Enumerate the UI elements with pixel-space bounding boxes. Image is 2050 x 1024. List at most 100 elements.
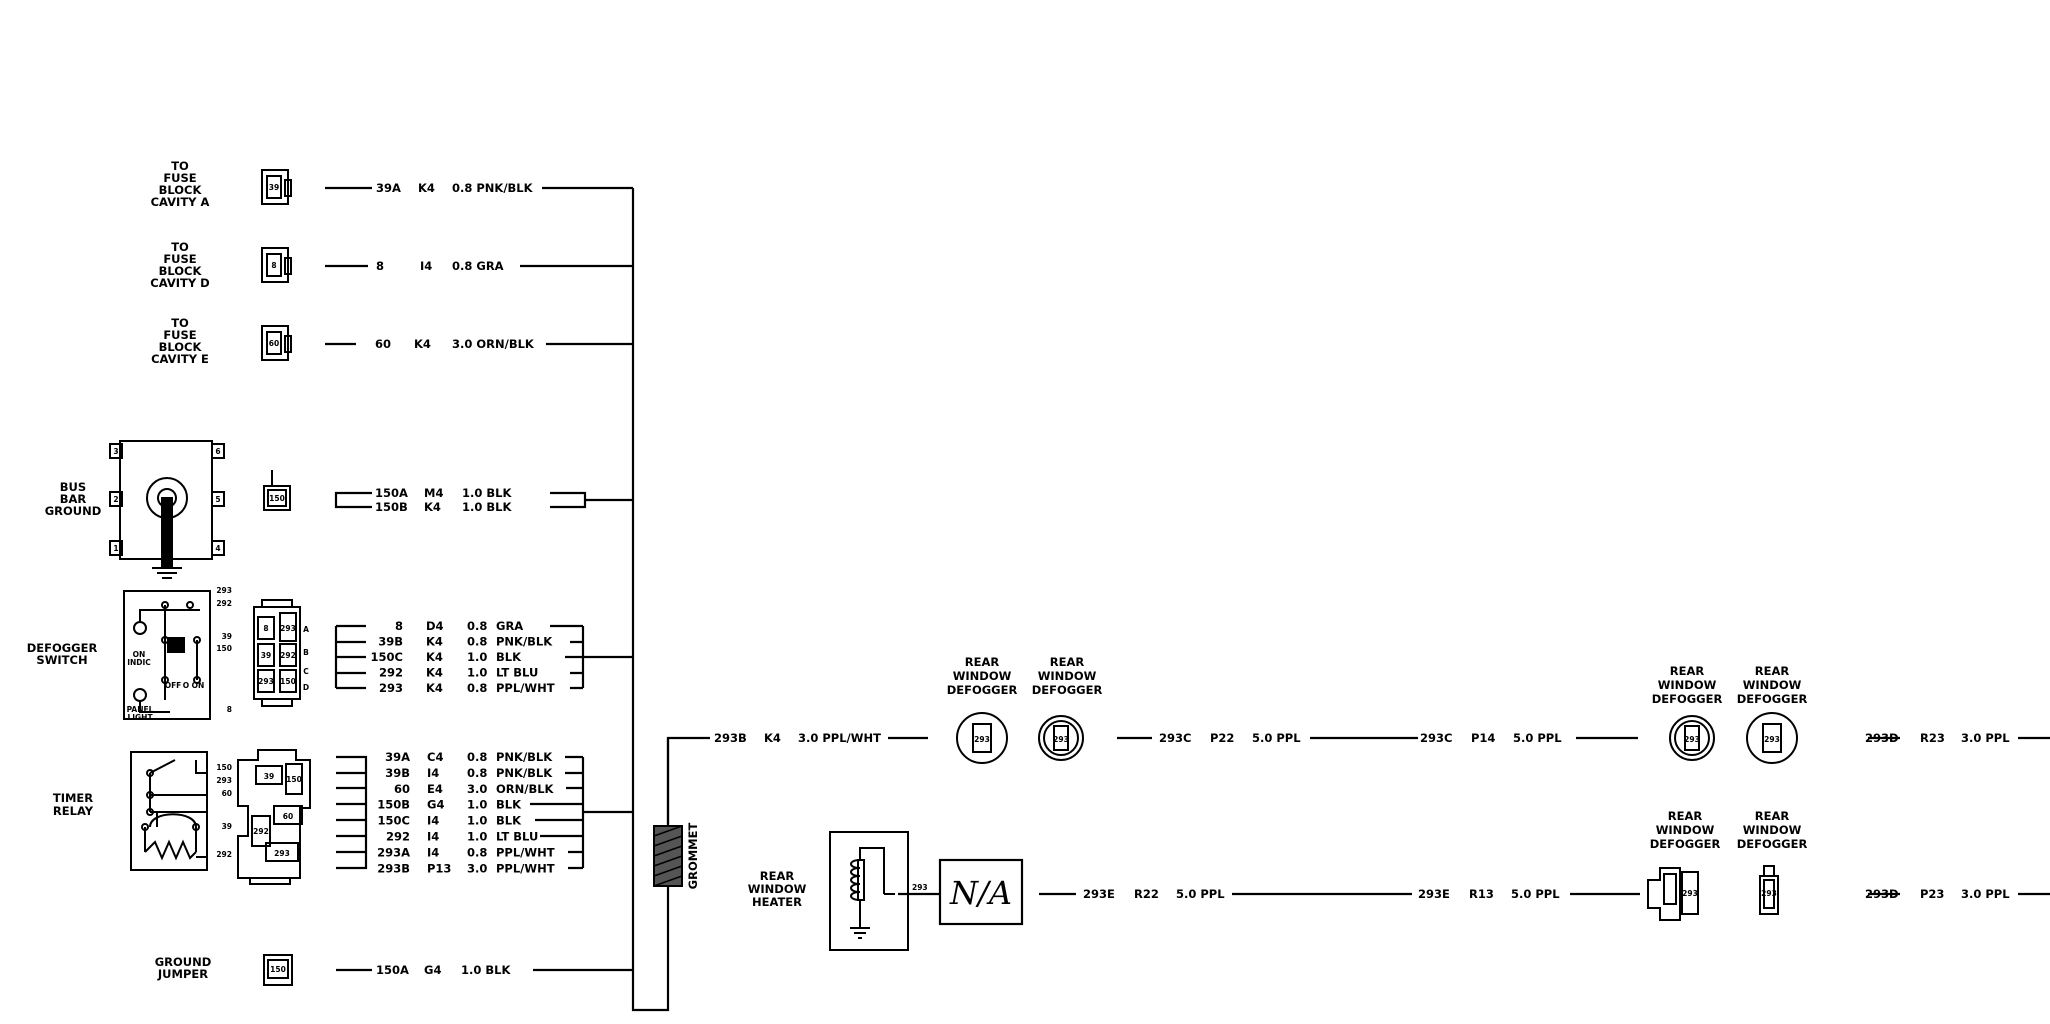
defogger-conn-4-num: 293 [1764,735,1780,744]
defog-row-3-size: 1.0 [467,666,487,680]
wire-fuse-d-circuit: 8 [376,259,384,273]
timer-pin-150: 150 [216,763,232,772]
timer-conn-60: 60 [283,812,293,821]
row1-seg1-circuit: 293C [1159,731,1191,745]
defogger-connector-1 [956,712,1008,764]
ground-jumper-loc: G4 [424,963,441,977]
timer-relay-connector [237,749,311,885]
timer-row-7-size: 3.0 [467,861,487,875]
defog-conn-8: 8 [263,624,268,633]
defog-row-0-loc: D4 [426,619,444,633]
row1-seg2-spec: 5.0 PPL [1513,731,1562,745]
wire-fuse-a-circuit: 39A [376,181,401,195]
timer-row-5-loc: I4 [427,830,439,844]
timer-row-1-color: PNK/BLK [496,766,553,780]
defog-row-4-loc: K4 [426,681,443,695]
timer-row-7-loc: P13 [427,861,451,875]
timer-row-2-size: 3.0 [467,782,487,796]
bus-pin-1: 1 [113,544,118,553]
wire-bus-1-loc: M4 [424,486,443,500]
sw-label-light: LIGHT [127,713,153,722]
timer-row-2-loc: E4 [427,782,443,796]
timer-row-3-circuit: 150B [377,798,410,812]
row1-seg3-loc: R23 [1920,731,1945,745]
row2-seg2-circuit: 293E [1418,887,1450,901]
harness-out-loc: K4 [764,731,781,745]
row2-seg3-loc: P23 [1920,887,1944,901]
defog-row-1-loc: K4 [426,635,443,649]
defog-sw-pin-150: 150 [216,644,232,653]
row1-seg3-circuit: 293D [1865,731,1899,745]
timer-pin-293: 293 [216,776,232,785]
row1-seg2-circuit: 293C [1420,731,1452,745]
fuse-e-conn-num: 60 [269,339,279,348]
timer-row-2-circuit: 60 [394,782,410,796]
bus-pin-6: 6 [215,447,220,456]
wire-fuse-e-circuit: 60 [375,337,391,351]
defog-sw-pin-293: 293 [216,586,232,595]
defogger-connector-5 [1647,867,1699,921]
bus-pin-3: 3 [113,447,118,456]
timer-row-4-size: 1.0 [467,814,487,828]
sw-label-off: OFF [165,681,182,690]
defog-row-2-color: BLK [496,650,522,664]
timer-row-2-color: ORN/BLK [496,782,555,796]
row2-seg1-loc: R22 [1134,887,1159,901]
defog-row-0-circuit: 8 [395,619,403,633]
wire-bus-1-circuit: 150A [375,486,408,500]
defog-conn-side-b: B [303,648,309,657]
timer-row-6-circuit: 293A [377,845,410,859]
ground-jumper-spec: 1.0 BLK [461,963,511,977]
defogger-conn-3-num: 293 [1684,735,1700,744]
defogger-connector-3 [1669,715,1715,761]
defog-conn-292: 292 [280,651,296,660]
timer-row-5-circuit: 292 [386,830,410,844]
wire-harness-out [666,736,928,824]
grommet [653,825,683,887]
wire-bus-2-circuit: 150B [375,500,408,514]
fuse-a-conn-num: 39 [269,183,279,192]
timer-row-5-size: 1.0 [467,830,487,844]
wire-defogger-switch [334,624,633,690]
defogger-conn-5-num: 293 [1682,889,1698,898]
row2-seg1-spec: 5.0 PPL [1176,887,1225,901]
timer-pin-39: 39 [222,822,232,831]
na-label: N/A [949,874,1012,912]
defog-sw-pin-8: 8 [227,705,232,714]
fuse-d-conn-num: 8 [271,261,276,270]
timer-row-0-size: 0.8 [467,750,487,764]
timer-row-3-size: 1.0 [467,798,487,812]
timer-row-4-color: BLK [496,814,522,828]
defog-row-0-size: 0.8 [467,619,487,633]
timer-row-6-size: 0.8 [467,845,487,859]
bus-conn-num: 150 [269,494,285,503]
defog-row-4-color: PPL/WHT [496,681,555,695]
timer-row-3-loc: G4 [427,798,444,812]
timer-conn-293: 293 [274,849,290,858]
fuse-d-connector [261,247,292,283]
timer-row-1-circuit: 39B [385,766,410,780]
timer-row-6-loc: I4 [427,845,439,859]
row1-seg3-spec: 3.0 PPL [1961,731,2010,745]
wire-bus-2-loc: K4 [424,500,441,514]
na-box [938,858,1024,926]
grommet-label: GROMMET [686,823,700,890]
defog-conn-293b: 293 [258,677,274,686]
row2-seg3-spec: 3.0 PPL [1961,887,2010,901]
sw-label-indic: INDIC [127,658,151,667]
defog-row-4-size: 0.8 [467,681,487,695]
timer-row-7-color: PPL/WHT [496,861,555,875]
defog-sw-pin-292: 292 [216,599,232,608]
defog-conn-39: 39 [261,651,271,660]
bus-connector [263,470,291,511]
wire-timer-relay [336,755,633,870]
